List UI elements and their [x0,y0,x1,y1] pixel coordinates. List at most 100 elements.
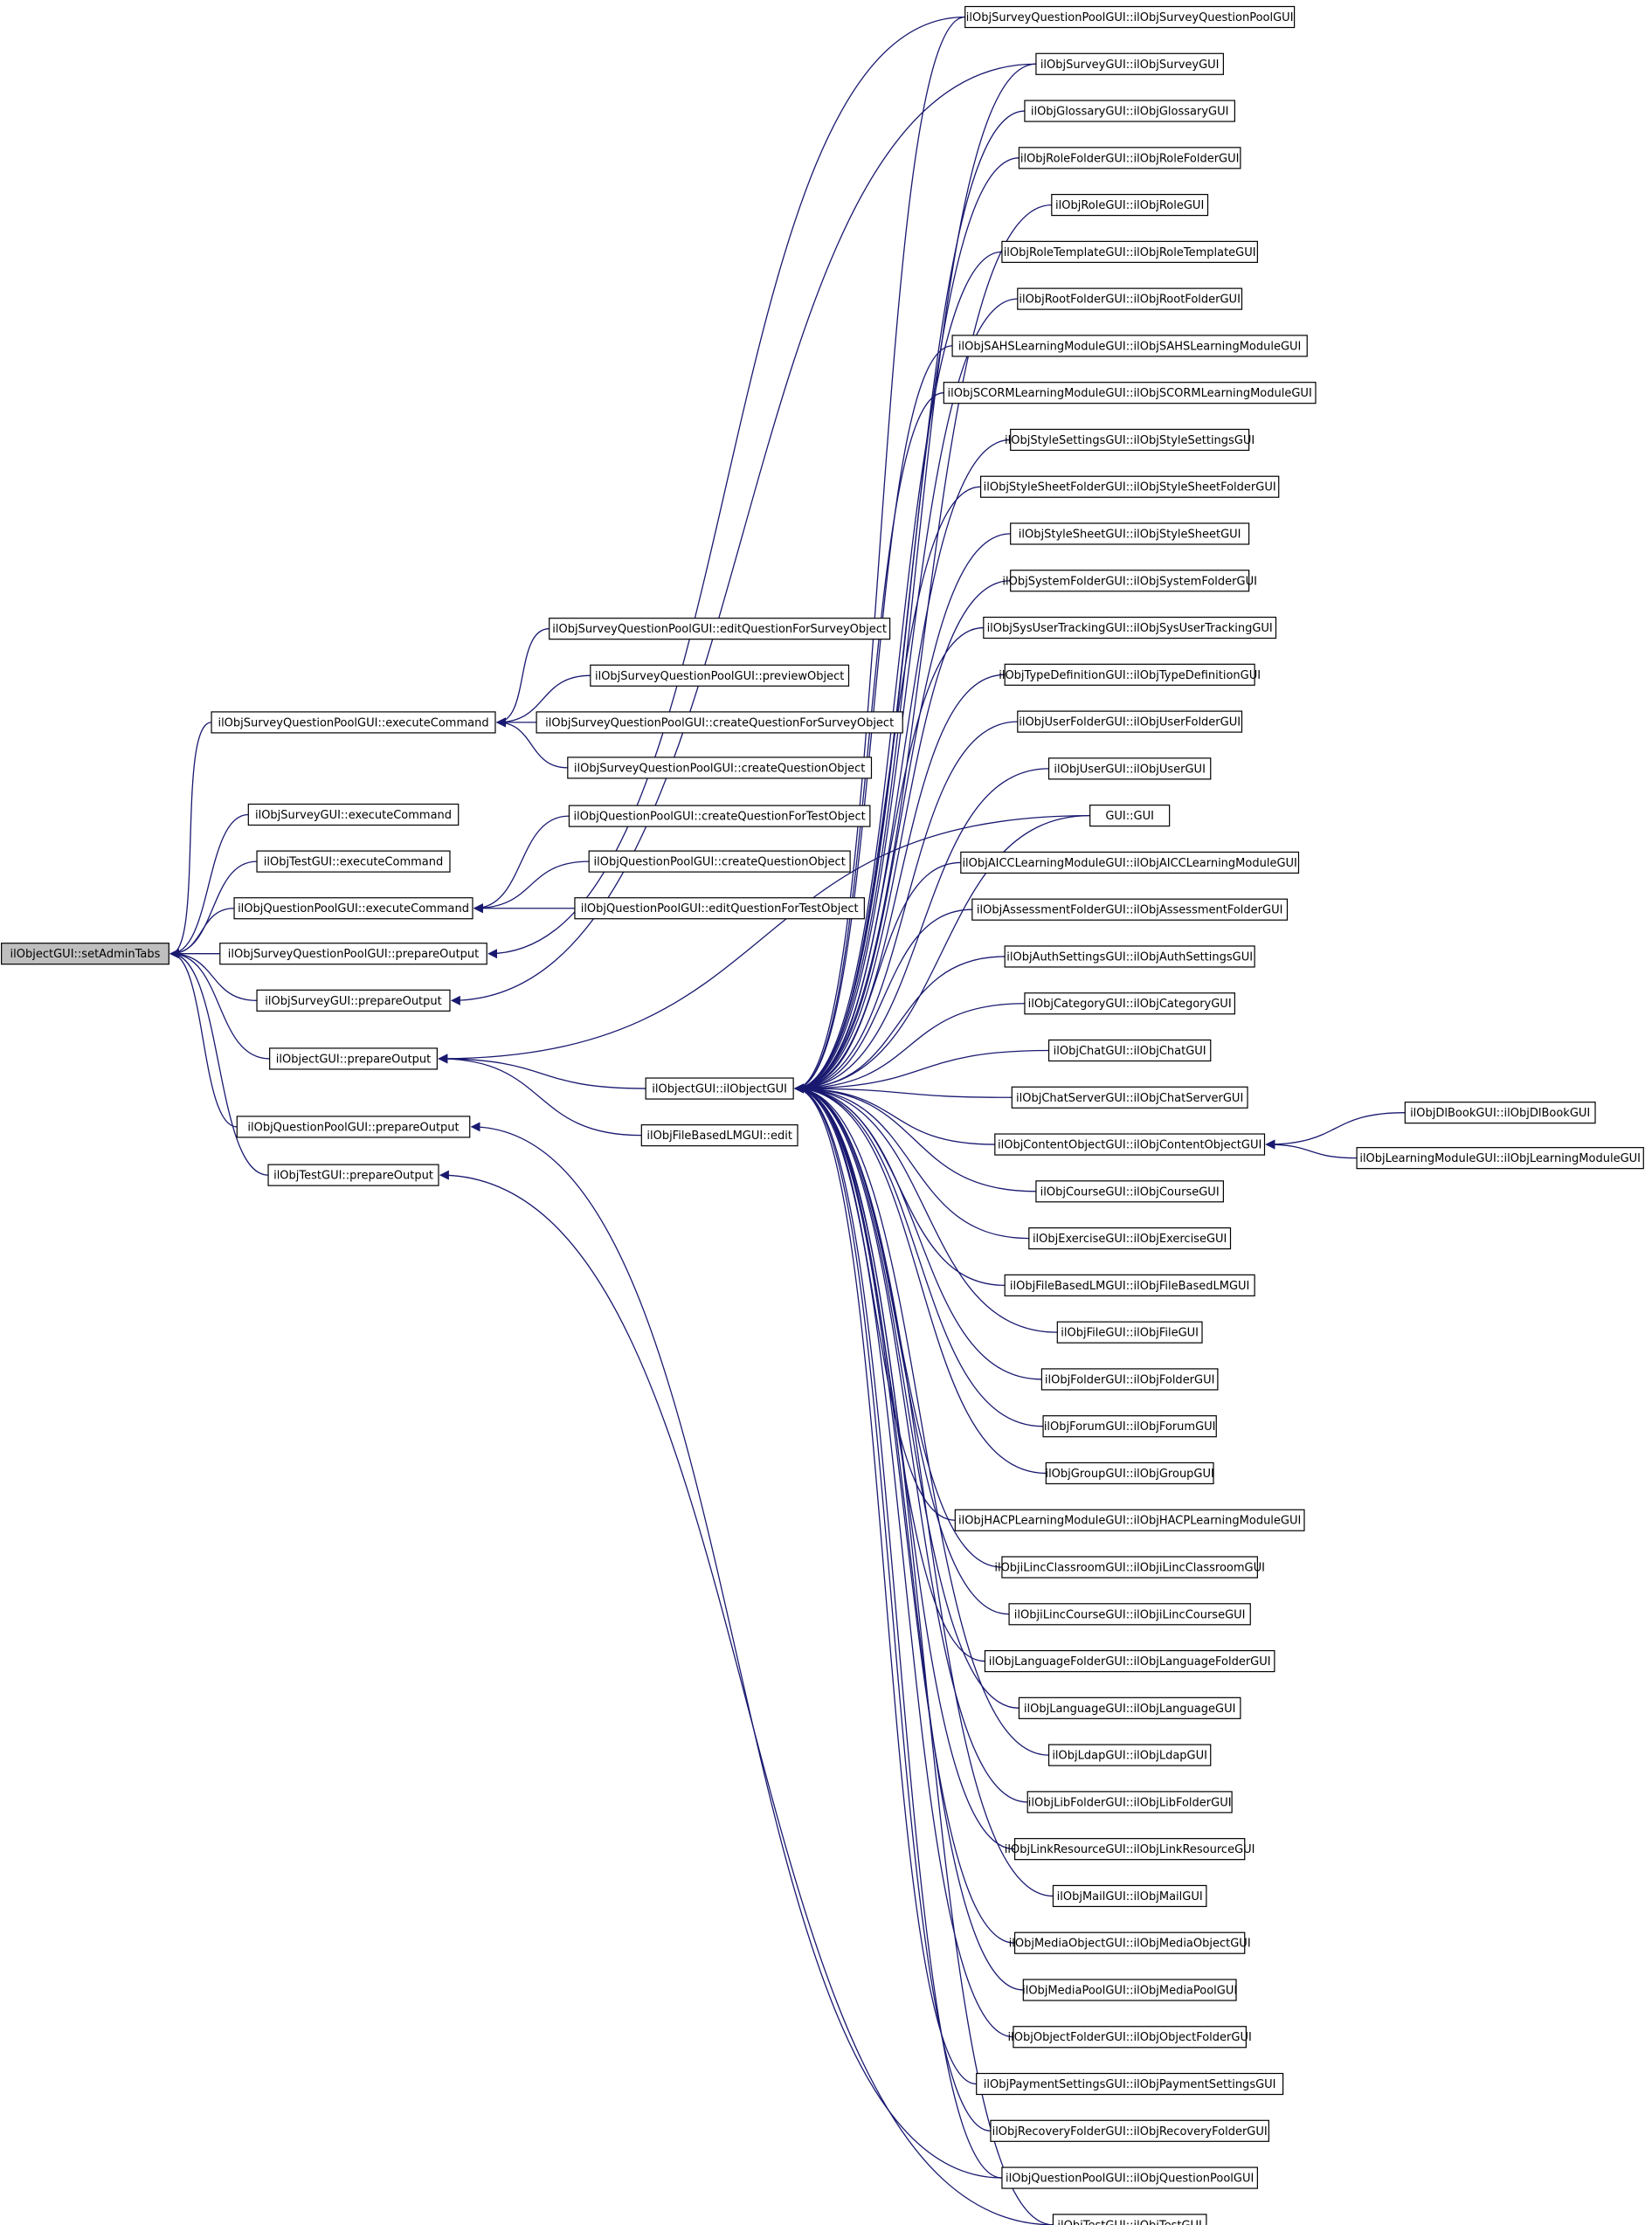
function-node[interactable]: ilObjSurveyQuestionPoolGUI::createQuesti… [536,711,903,734]
function-node[interactable]: ilObjSurveyGUI::executeCommand [247,803,460,826]
function-node[interactable]: ilObjLanguageFolderGUI::ilObjLanguageFol… [984,1649,1275,1673]
function-node[interactable]: ilObjTestGUI::prepareOutput [267,1164,439,1186]
function-node[interactable]: ilObjDlBookGUI::ilObjDlBookGUI [1404,1102,1596,1124]
function-node[interactable]: ilObjStyleSettingsGUI::ilObjStyleSetting… [1005,428,1255,452]
function-node[interactable]: ilObjContentObjectGUI::ilObjContentObjec… [994,1133,1266,1156]
function-node[interactable]: ilObjFileGUI::ilObjFileGUI [1056,1321,1203,1344]
function-node[interactable]: ilObjLanguageGUI::ilObjLanguageGUI [1018,1696,1241,1719]
function-node[interactable]: ilObjiLincClassroomGUI::ilObjiLincClassr… [994,1556,1265,1579]
call-edge [169,949,270,1060]
function-node[interactable]: ilObjSurveyQuestionPoolGUI::editQuestion… [549,618,891,640]
node-label: ilObjiLincCourseGUI::ilObjiLincCourseGUI [1014,1608,1246,1621]
node-label: ilObjQuestionPoolGUI::executeCommand [238,902,469,916]
node-label: ilObjTypeDefinitionGUI::ilObjTypeDefinit… [999,669,1261,682]
call-edge [794,1083,1013,1098]
call-edge [794,1083,1020,1709]
function-node[interactable]: ilObjForumGUI::ilObjForumGUI [1042,1415,1217,1438]
function-node[interactable]: ilObjSurveyQuestionPoolGUI::prepareOutpu… [219,943,487,965]
call-edge [794,861,961,1094]
call-edge [169,722,212,959]
call-edge [794,721,1018,1094]
function-node[interactable]: ilObjCourseGUI::ilObjCourseGUI [1035,1180,1224,1203]
function-node[interactable]: ilObjAICCLearningModuleGUI::ilObjAICCLea… [960,851,1300,874]
function-node[interactable]: ilObjRoleFolderGUI::ilObjRoleFolderGUI [1018,147,1241,169]
function-node[interactable]: ilObjObjectFolderGUI::ilObjObjectFolderG… [1008,2026,1252,2049]
function-node[interactable]: ilObjMediaObjectGUI::ilObjMediaObjectGUI [1009,1931,1251,1954]
function-node[interactable]: ilObjLdapGUI::ilObjLdapGUI [1047,1744,1212,1766]
function-node[interactable]: ilObjQuestionPoolGUI::editQuestionForTes… [574,897,865,920]
function-node[interactable]: ilObjTestGUI::executeCommand [256,850,451,873]
function-node[interactable]: ilObjRoleGUI::ilObjRoleGUI [1051,193,1209,217]
function-node[interactable]: ilObjQuestionPoolGUI::createQuestionObje… [588,850,851,873]
function-node[interactable]: ilObjectGUI::prepareOutput [269,1047,438,1070]
function-node[interactable]: ilObjiLincCourseGUI::ilObjiLincCourseGUI [1008,1603,1251,1626]
function-node[interactable]: ilObjGlossaryGUI::ilObjGlossaryGUI [1024,100,1235,122]
node-label: ilObjFileBasedLMGUI::edit [646,1130,792,1143]
function-node[interactable]: ilObjSurveyGUI::prepareOutput [256,989,451,1012]
function-node[interactable]: ilObjExerciseGUI::ilObjExerciseGUI [1028,1227,1232,1250]
node-box [269,1047,438,1070]
node-box [1013,2026,1247,2049]
node-label: ilObjChatGUI::ilObjChatGUI [1054,1045,1206,1058]
function-node[interactable]: ilObjPaymentSettingsGUI::ilObjPaymentSet… [976,2072,1284,2096]
node-label: ilObjTestGUI::executeCommand [264,856,443,869]
function-node[interactable]: ilObjSystemFolderGUI::ilObjSystemFolderG… [1002,570,1257,592]
function-node[interactable]: ilObjTestGUI::ilObjTestGUI [1052,2214,1207,2225]
function-node[interactable]: ilObjSurveyQuestionPoolGUI::createQuesti… [567,757,873,779]
node-label: ilObjFileBasedLMGUI::ilObjFileBasedLMGUI [1010,1280,1250,1293]
function-node[interactable]: ilObjMailGUI::ilObjMailGUI [1052,1884,1207,1908]
node-box [979,475,1280,498]
function-node[interactable]: ilObjAssessmentFolderGUI::ilObjAssessmen… [971,898,1289,921]
function-node[interactable]: ilObjQuestionPoolGUI::executeCommand [233,897,473,920]
function-node[interactable]: ilObjHACPLearningModuleGUI::ilObjHACPLea… [954,1509,1305,1531]
function-node[interactable]: ilObjRecoveryFolderGUI::ilObjRecoveryFol… [990,2119,1269,2142]
call-edge [1265,1139,1358,1159]
node-box [1001,240,1258,263]
edge-layer [169,16,1406,2225]
call-edge [438,1054,646,1089]
node-label: ilObjRoleFolderGUI::ilObjRoleFolderGUI [1020,152,1240,165]
function-node[interactable]: ilObjQuestionPoolGUI::ilObjQuestionPoolG… [1001,2166,1258,2189]
function-node[interactable]: ilObjFolderGUI::ilObjFolderGUI [1040,1368,1219,1391]
function-node[interactable]: ilObjUserGUI::ilObjUserGUI [1047,757,1212,780]
function-node[interactable]: ilObjUserFolderGUI::ilObjUserFolderGUI [1017,710,1243,733]
function-node[interactable]: ilObjRoleTemplateGUI::ilObjRoleTemplateG… [1001,240,1258,263]
function-node[interactable]: ilObjQuestionPoolGUI::prepareOutput [236,1116,471,1138]
function-node[interactable]: ilObjSurveyQuestionPoolGUI::previewObjec… [590,664,850,687]
function-node[interactable]: ilObjSCORMLearningModuleGUI::ilObjSCORML… [943,382,1317,404]
function-node[interactable]: ilObjStyleSheetGUI::ilObjStyleSheetGUI [1010,522,1250,545]
function-node[interactable]: ilObjFileBasedLMGUI::ilObjFileBasedLMGUI [1004,1274,1255,1296]
function-node[interactable]: ilObjChatGUI::ilObjChatGUI [1047,1039,1212,1062]
function-node[interactable]: ilObjSurveyQuestionPoolGUI::executeComma… [211,711,496,734]
function-node[interactable]: ilObjCategoryGUI::ilObjCategoryGUI [1024,992,1235,1015]
function-node[interactable]: ilObjMediaPoolGUI::ilObjMediaPoolGUI [1022,1979,1237,2001]
call-edge [473,815,570,914]
function-node[interactable]: ilObjQuestionPoolGUI::createQuestionForT… [568,805,871,827]
node-box [1089,805,1171,827]
function-node[interactable]: ilObjStyleSheetFolderGUI::ilObjStyleShee… [979,475,1280,498]
function-node[interactable]: ilObjGroupGUI::ilObjGroupGUI [1045,1461,1214,1485]
function-node[interactable]: GUI::GUI [1089,805,1171,827]
node-label: ilObjUserGUI::ilObjUserGUI [1054,763,1206,776]
call-edge [169,949,238,1128]
function-node[interactable]: ilObjectGUI::ilObjectGUI [645,1077,794,1100]
function-node[interactable]: ilObjAuthSettingsGUI::ilObjAuthSettingsG… [1004,945,1255,968]
call-edge [495,674,591,728]
function-node[interactable]: ilObjFileBasedLMGUI::edit [640,1124,798,1147]
function-node[interactable]: ilObjSurveyQuestionPoolGUI::ilObjSurveyQ… [964,5,1296,29]
function-node[interactable]: ilObjRootFolderGUI::ilObjRootFolderGUI [1017,287,1243,310]
function-node[interactable]: ilObjSysUserTrackingGUI::ilObjSysUserTra… [983,616,1277,639]
call-edge [794,768,1049,1094]
node-label: ilObjMediaPoolGUI::ilObjMediaPoolGUI [1022,1984,1237,1997]
function-node[interactable]: ilObjSurveyGUI::ilObjSurveyGUI [1035,52,1224,75]
function-node[interactable]: ilObjLinkResourceGUI::ilObjLinkResourceG… [1005,1838,1255,1861]
node-box [1045,1461,1214,1485]
function-node[interactable]: ilObjSAHSLearningModuleGUI::ilObjSAHSLea… [951,335,1308,357]
call-edge [169,949,269,1176]
node-box [1004,1274,1255,1296]
root-function-node[interactable]: ilObjectGUI::setAdminTabs [1,943,169,965]
function-node[interactable]: ilObjChatServerGUI::ilObjChatServerGUI [1011,1086,1248,1109]
function-node[interactable]: ilObjLearningModuleGUI::ilObjLearningMod… [1356,1147,1644,1170]
function-node[interactable]: ilObjTypeDefinitionGUI::ilObjTypeDefinit… [999,663,1261,686]
function-node[interactable]: ilObjLibFolderGUI::ilObjLibFolderGUI [1026,1791,1233,1814]
